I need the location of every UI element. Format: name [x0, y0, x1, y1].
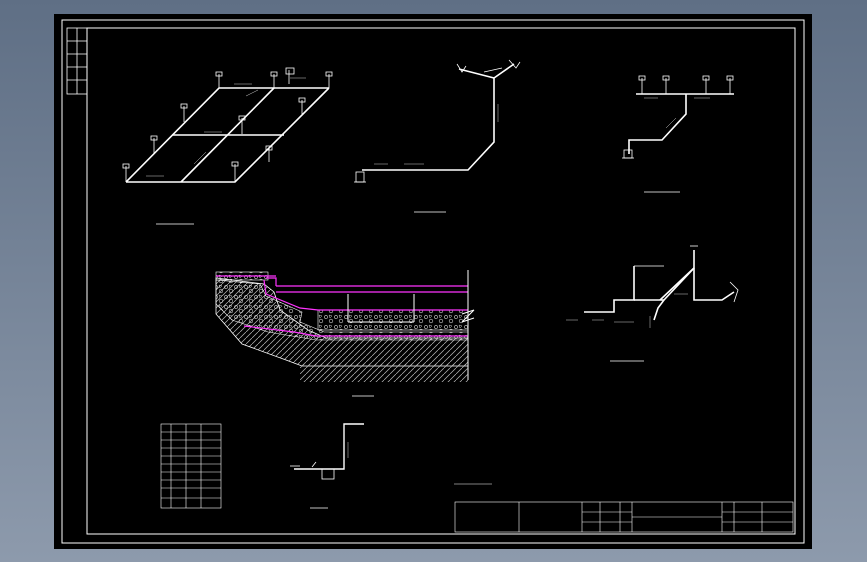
drawing-canvas: [61, 19, 805, 544]
isometric-piping-view-a: [122, 67, 333, 183]
view-captions: [156, 191, 680, 509]
title-block: [454, 501, 794, 533]
inner-frame: [86, 27, 796, 535]
section-membrane-line: [216, 275, 468, 337]
isometric-piping-view-b: [354, 59, 521, 183]
isometric-piping-view-e: [290, 423, 364, 480]
legend-table: [160, 423, 222, 509]
drawing-sheet: [54, 14, 812, 549]
section-detail: [215, 270, 475, 382]
binding-strip: [66, 27, 88, 95]
outer-frame: [61, 19, 805, 544]
isometric-piping-view-d: [566, 245, 739, 328]
isometric-piping-view-c: [622, 75, 734, 159]
